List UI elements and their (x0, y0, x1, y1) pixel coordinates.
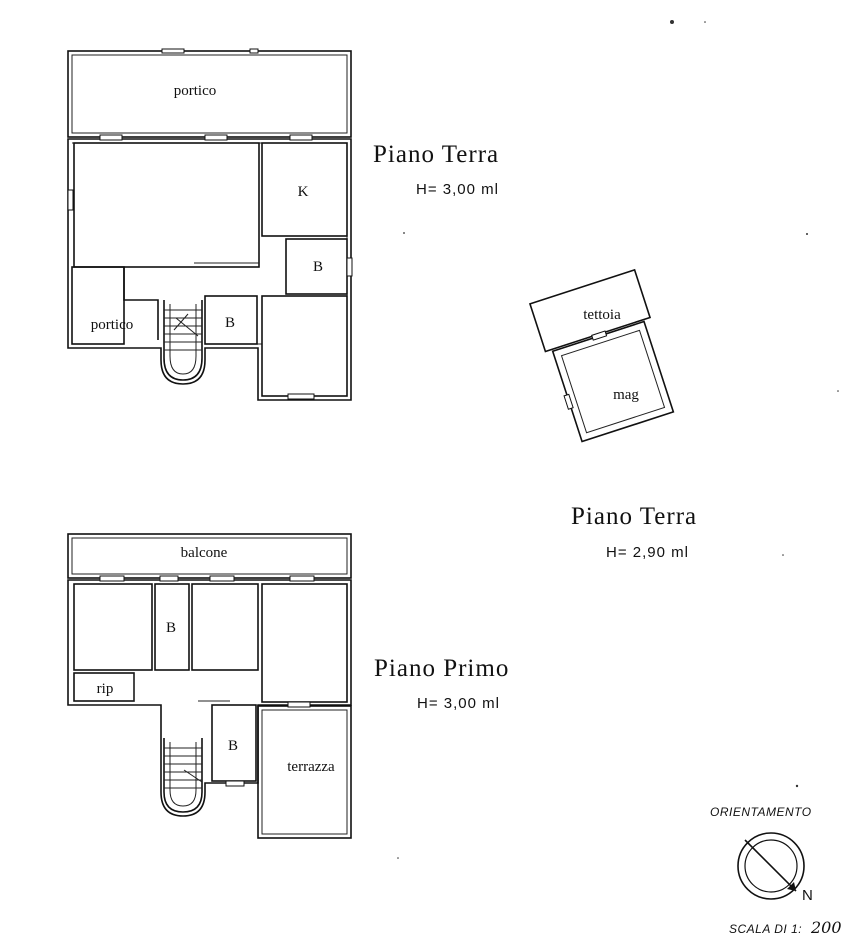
room-label-bath-bottom: B (228, 738, 238, 754)
ground-floor-height: H= 3,00 ml (416, 181, 499, 198)
room-label-portico-top: portico (174, 83, 217, 99)
annex-plan (528, 268, 675, 443)
room-label-canopy: tettoia (583, 307, 621, 323)
annex-height: H= 2,90 ml (606, 544, 689, 561)
room-label-bath-top: B (166, 620, 176, 636)
orientation-label: ORIENTAMENTO (710, 805, 812, 819)
room-label-portico-left: portico (91, 317, 134, 333)
room-label-storage: mag (613, 387, 639, 403)
scan-specks (397, 20, 839, 859)
room-label-kitchen: K (298, 184, 309, 200)
first-floor-title: Piano Primo (374, 655, 509, 682)
scale-label: SCALA DI 1: (729, 922, 802, 936)
ground-floor-outline (67, 138, 352, 401)
room-label-bath-center: B (225, 315, 235, 331)
first-floor-outline (67, 579, 352, 817)
first-floor-plan (67, 533, 352, 839)
compass-icon (737, 832, 805, 900)
scale-value: 200 (810, 918, 842, 937)
annex-title: Piano Terra (571, 503, 697, 530)
room-label-bath-right: B (313, 259, 323, 275)
ground-floor-title: Piano Terra (373, 141, 499, 168)
room-label-terrace: terrazza (287, 759, 335, 775)
first-floor-height: H= 3,00 ml (417, 695, 500, 712)
compass-north-label: N (802, 887, 814, 904)
ground-floor-plan (67, 48, 353, 401)
room-label-closet: rip (97, 681, 114, 697)
room-label-balcony: balcone (181, 545, 228, 561)
